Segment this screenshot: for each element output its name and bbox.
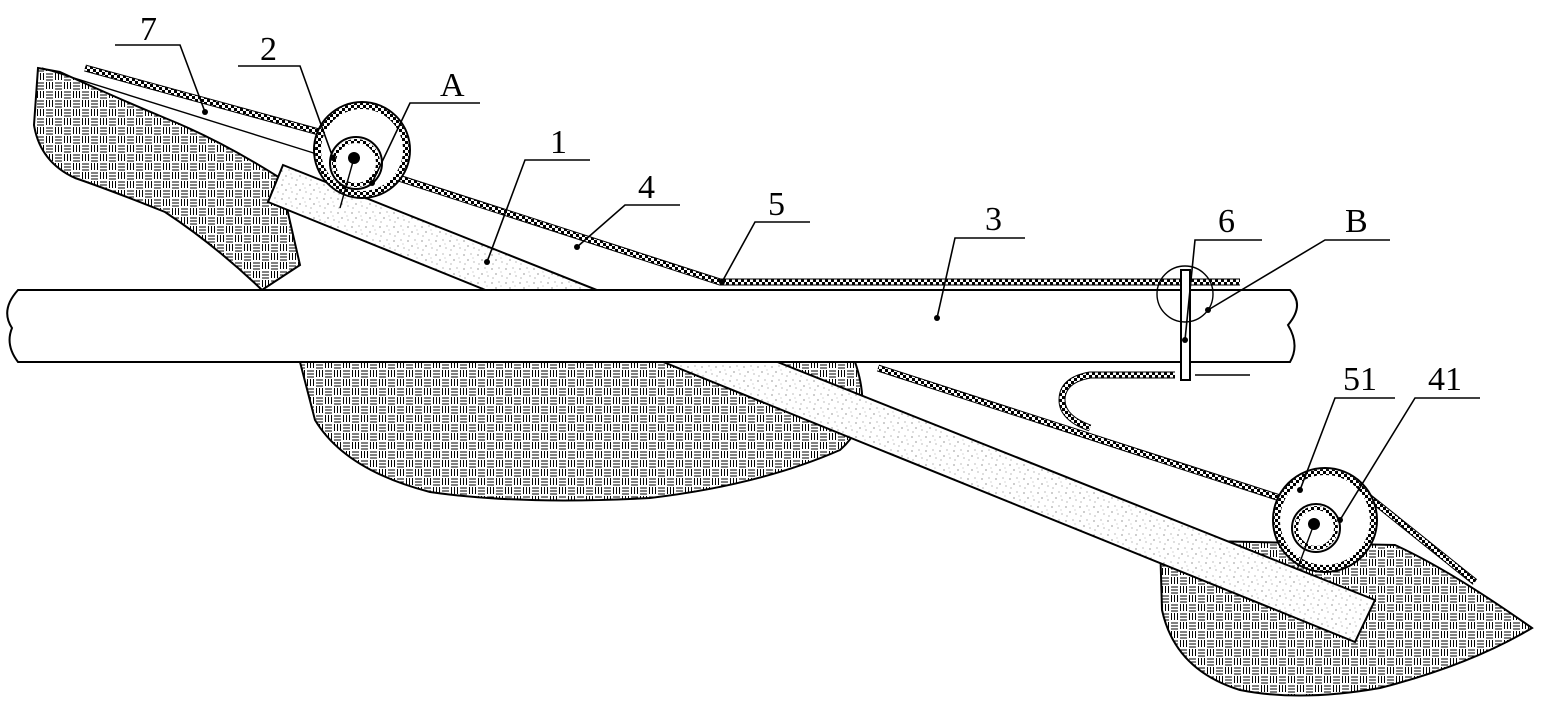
guide-strip-7-pattern bbox=[84, 65, 331, 138]
label-B: B bbox=[1345, 203, 1368, 240]
label-41: 41 bbox=[1428, 361, 1462, 398]
pulley-assembly-A bbox=[313, 101, 411, 209]
support-beam-1 bbox=[266, 163, 1377, 644]
label-3: 3 bbox=[985, 201, 1002, 238]
soil-upper-left bbox=[32, 66, 302, 292]
guide-line-7 bbox=[41, 67, 321, 156]
detail-circle-B bbox=[1156, 265, 1214, 323]
label-4: 4 bbox=[638, 169, 655, 206]
label-1: 1 bbox=[550, 124, 567, 161]
label-7: 7 bbox=[140, 11, 157, 48]
clamp-6 bbox=[1180, 269, 1191, 381]
label-A: A bbox=[440, 67, 465, 104]
hose-connector-loop-pattern bbox=[1059, 372, 1175, 431]
label-5: 5 bbox=[768, 186, 785, 223]
label-2: 2 bbox=[260, 31, 277, 68]
pulley-assembly-lower bbox=[1272, 467, 1378, 573]
label-51: 51 bbox=[1343, 361, 1377, 398]
main-pipe-3 bbox=[6, 289, 1298, 363]
hose-connector-loop bbox=[1058, 371, 1175, 432]
leader-lines bbox=[115, 44, 1480, 521]
label-6: 6 bbox=[1218, 203, 1235, 240]
